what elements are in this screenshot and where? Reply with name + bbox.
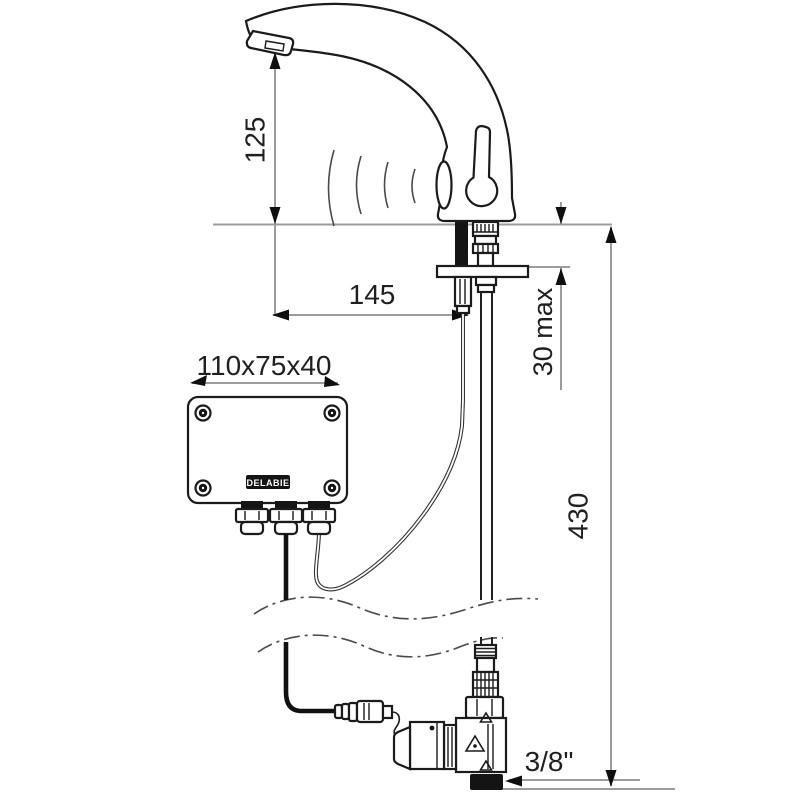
sensor-cable-core [315,313,464,591]
solenoid-valve [392,643,508,790]
sensor-cable [313,313,465,592]
gland-cap [239,520,265,536]
compression-fitting-3-8 [470,774,503,790]
mounting-flange [435,264,530,279]
jack-detail [363,703,370,720]
shank-cable-sleeve [455,222,468,266]
control-box: DELABIE [186,395,349,536]
jack-connector [333,699,401,738]
rib-lines [476,647,495,657]
arrow-up-icon [605,226,617,243]
faucet-shank [435,220,530,315]
gland-nut [234,507,270,524]
control-box-case [186,395,349,505]
delabie-logo: DELABIE [246,475,290,489]
dim-label-box-size: 110x75x40 [197,350,332,381]
gland-cap [273,520,299,536]
coil-coupling [442,723,458,771]
corner-screws [194,404,341,497]
coupling-rings [447,727,453,767]
jack-tip [381,704,394,720]
strain-relief [347,701,359,723]
conduit-cap [455,304,471,315]
coil-end-cap [392,725,412,771]
thread-ticks [473,673,498,696]
screw-icon [201,486,205,490]
sensor-window [435,160,453,210]
brand-logo-text: DELABIE [246,478,289,488]
wave-icon [383,161,389,209]
break-lines [253,596,539,658]
dim-label-spout-reach: 145 [349,279,396,310]
arrow-right-icon [324,376,340,387]
power-cable [283,534,336,714]
dim-label-spout-height: 125 [239,117,270,164]
wave-icon [355,155,362,215]
valve-emblem-icon [464,734,486,752]
conduit-detail [459,279,466,304]
hex-facets [476,699,493,716]
arrow-down-icon [555,207,567,224]
valve-emblem-dot [473,744,477,748]
arrow-down-icon [605,770,617,787]
faucet [244,2,517,223]
arrow-up-icon [555,268,567,285]
screw-icon [201,411,205,415]
wave-icon [327,149,335,227]
shank-neck [476,251,495,268]
gland-nut [268,507,304,524]
arrow-up-icon [269,52,281,69]
gland-facet [311,511,327,520]
gland-facet [278,511,294,520]
jack-barrel [355,699,385,724]
dimension-labels: 125 145 30 max 430 110x75x40 3/8" [197,117,594,777]
coil-dot [429,725,435,731]
arrow-left-icon [505,775,522,787]
aerator-detail [264,40,285,52]
temperature-lever [465,124,499,208]
arrow-down-icon [269,207,281,224]
valve-body-lines [487,724,494,769]
power-cable-lower [283,642,336,714]
gland-nut [301,507,337,524]
gland-facet [244,511,260,520]
wave-icon [411,168,416,204]
supply-hose [480,292,493,649]
cable-glands [234,501,337,536]
aerator-outlet [245,29,295,57]
gland-neck [275,501,297,510]
shank-collar [473,234,498,246]
hose-end-neck [475,656,496,674]
solenoid-coil [408,720,446,771]
outlet-marker-icon [479,759,493,771]
hose-adapter-lower [476,283,496,294]
brand-logo-plate [246,475,290,489]
gland-neck [241,501,263,510]
arrow-left-icon [190,375,207,386]
arrow-left-icon [272,309,289,321]
flow-direction-icon [479,711,493,723]
shank-thread-mid [471,242,500,255]
valve-body [454,716,508,774]
dim-label-deck-max: 30 max [528,287,558,376]
screw-icon [330,486,334,490]
dim-label-hose-length: 430 [562,493,593,540]
gland-cap [306,520,332,536]
break-line-upper [253,596,539,620]
dim-label-connection: 3/8" [525,746,574,777]
cable-conduit [453,275,473,308]
hose-adapter-upper [474,275,498,287]
sensor-waves [327,149,416,227]
thread-ticks [477,245,494,252]
thread-ticks [473,224,498,233]
gland-neck [308,501,330,510]
screw-icon [330,411,334,415]
break-line-lower [257,634,504,658]
